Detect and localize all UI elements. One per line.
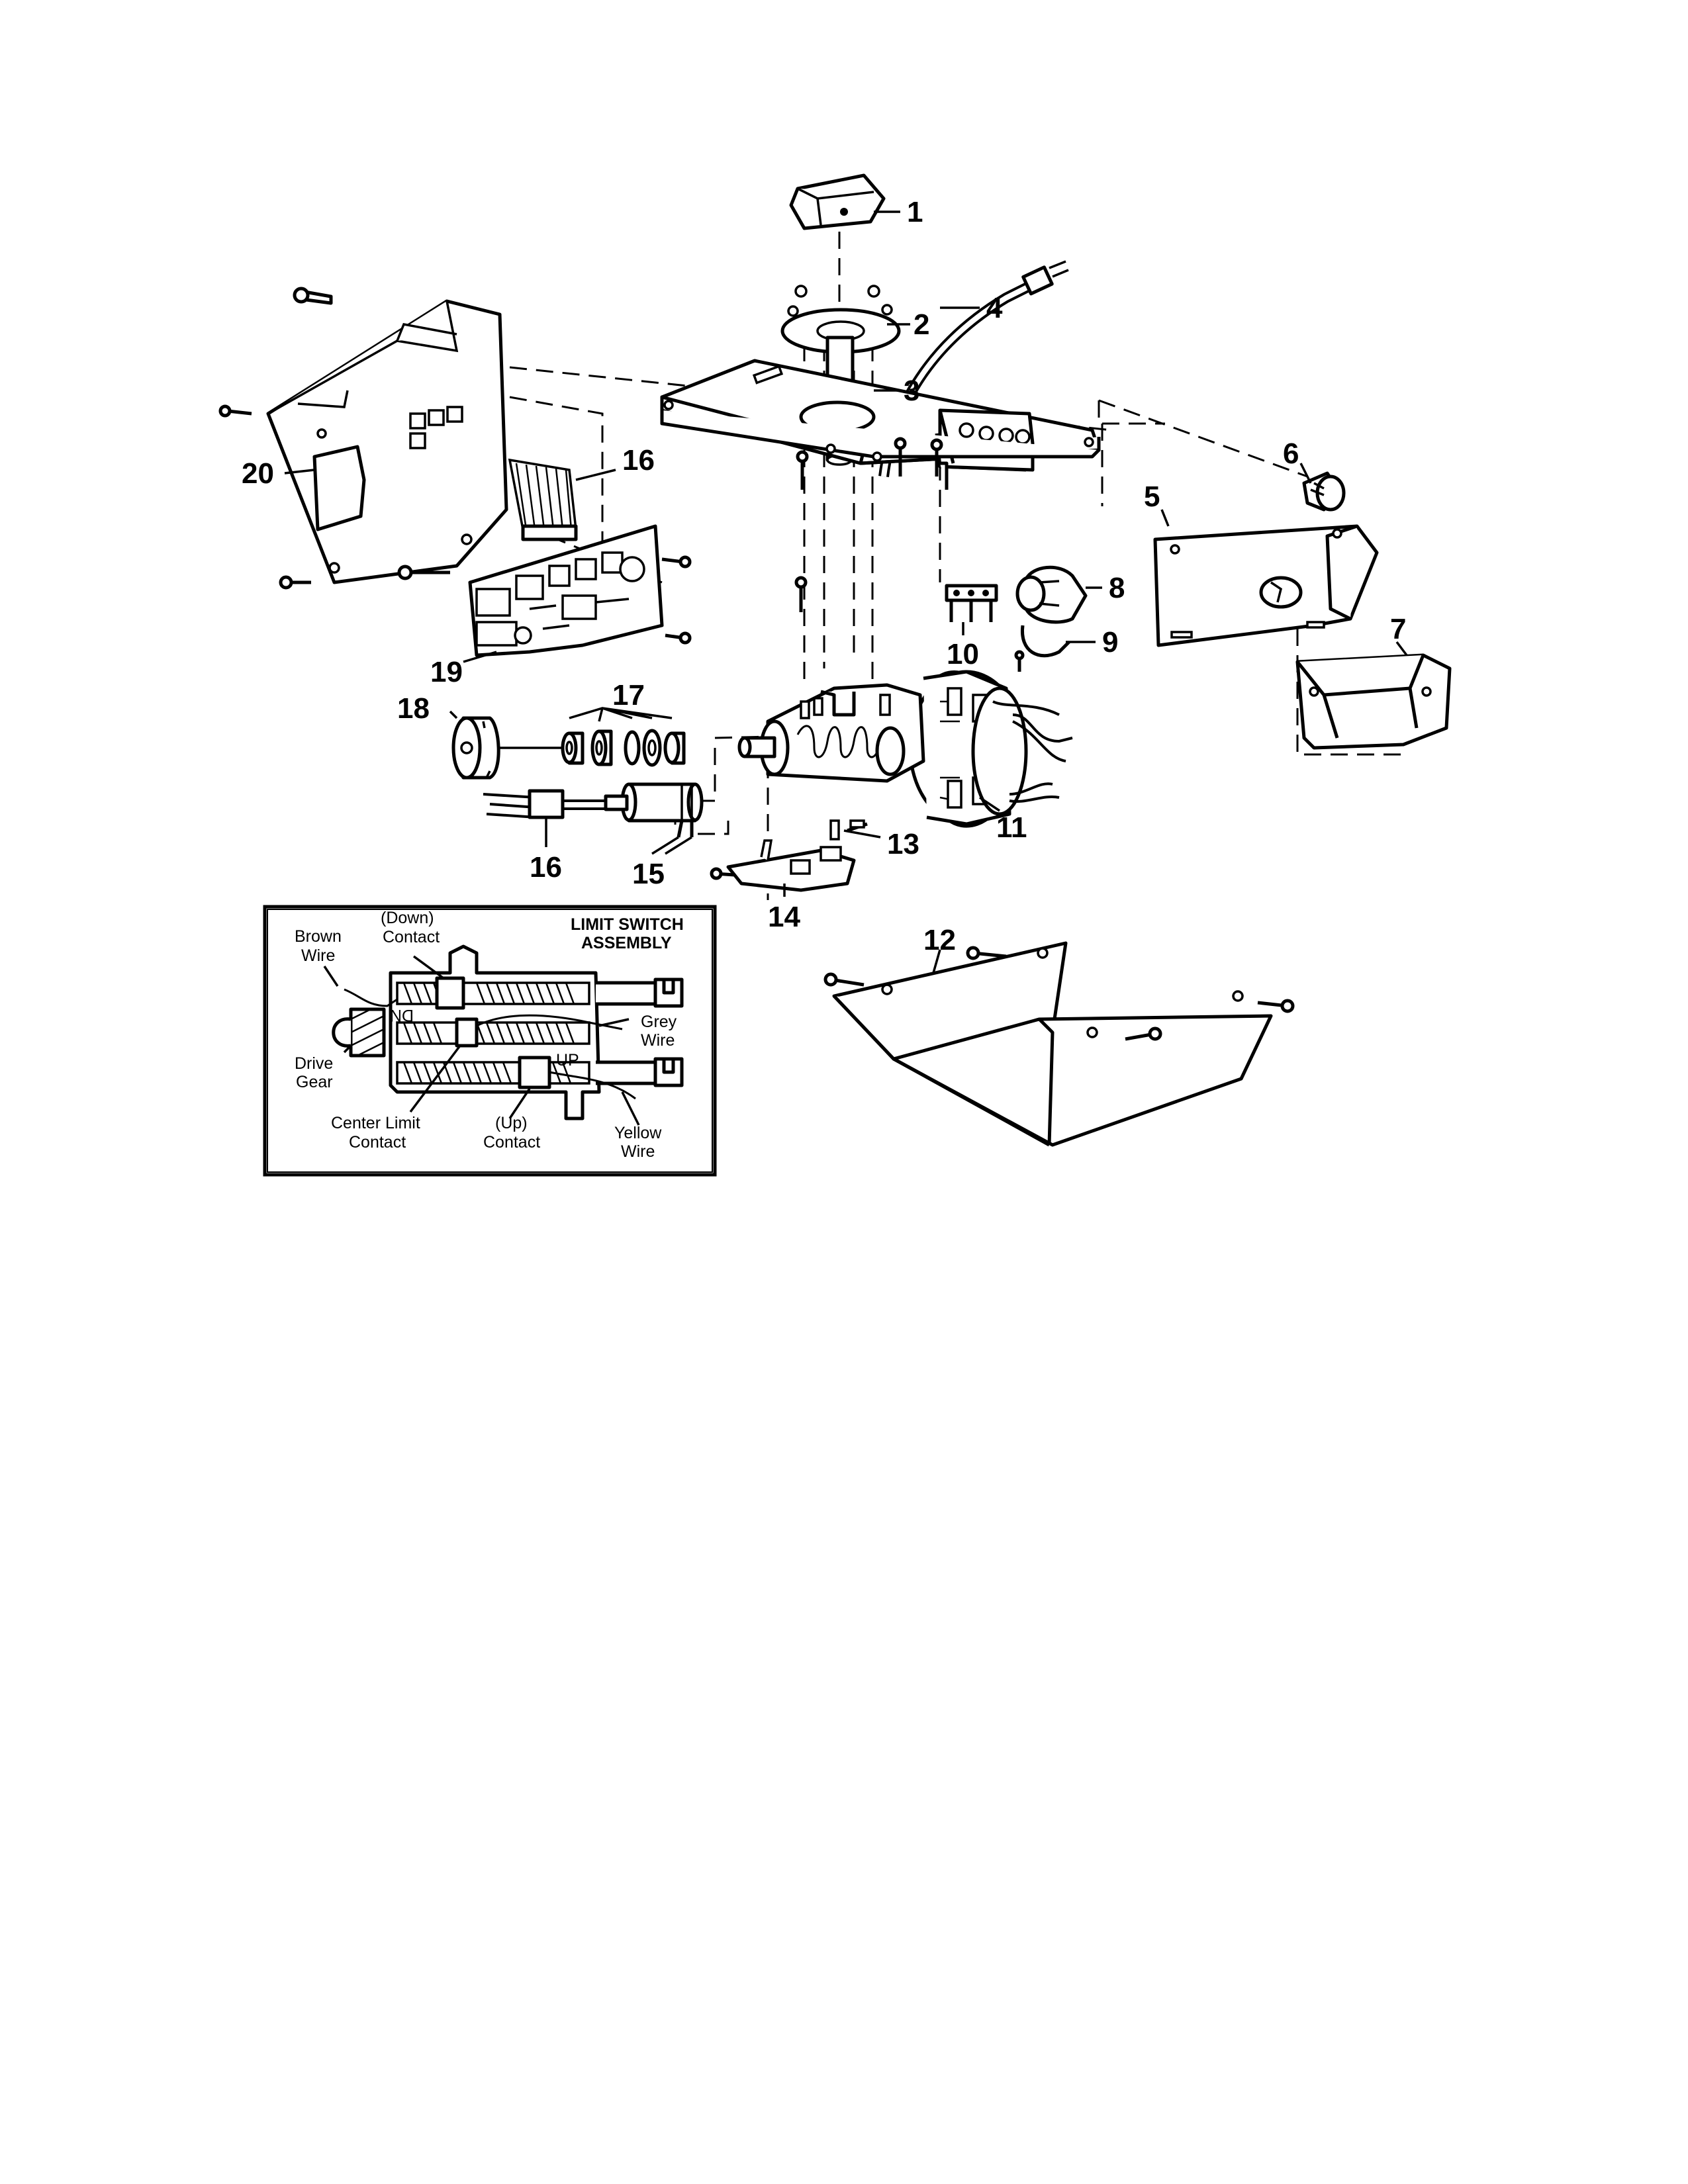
part-18-drive-gear bbox=[451, 716, 500, 780]
part-11-motor bbox=[908, 670, 1073, 828]
callout-13: 13 bbox=[887, 828, 919, 860]
down-contact-label-1: (Down) bbox=[381, 909, 434, 927]
part-14-switch-bracket bbox=[710, 839, 856, 892]
callout-19: 19 bbox=[430, 656, 463, 688]
callout-4: 4 bbox=[986, 292, 1003, 324]
drive-gear-label-2: Gear bbox=[296, 1073, 333, 1091]
grey-wire-label-1: Grey bbox=[641, 1013, 677, 1031]
limit-switch-inset: LIMIT SWITCH ASSEMBLY DN UP bbox=[263, 905, 717, 1177]
part-1-bracket bbox=[789, 173, 886, 230]
chassis-plate bbox=[660, 359, 1101, 612]
grey-wire-label-2: Wire bbox=[641, 1031, 675, 1050]
yellow-wire-label-2: Wire bbox=[621, 1142, 655, 1161]
part-17-washers bbox=[460, 729, 686, 767]
callout-7: 7 bbox=[1390, 613, 1406, 645]
drive-gear-label-1: Drive bbox=[295, 1054, 333, 1073]
callout-15: 15 bbox=[632, 858, 665, 890]
part-8-lamp-socket bbox=[1015, 565, 1088, 624]
up-contact-label-1: (Up) bbox=[495, 1114, 528, 1132]
callout-10: 10 bbox=[947, 638, 979, 670]
callout-12: 12 bbox=[923, 924, 956, 956]
part-7-lens-cover bbox=[1295, 653, 1452, 750]
part-9-clip bbox=[1014, 625, 1070, 672]
part-19-logic-board bbox=[468, 524, 692, 657]
inset-title-line2: ASSEMBLY bbox=[581, 934, 672, 952]
callout-labels: 1 2 3 4 5 6 7 8 9 10 11 12 13 14 15 16 1… bbox=[242, 196, 1406, 956]
down-contact-label-2: Contact bbox=[383, 928, 440, 946]
brown-wire-label-1: Brown bbox=[295, 927, 342, 946]
inset-title-line1: LIMIT SWITCH bbox=[571, 915, 684, 934]
center-limit-label-2: Contact bbox=[349, 1133, 406, 1152]
up-mark: UP bbox=[556, 1051, 579, 1069]
part-10-terminal-block bbox=[945, 584, 998, 622]
up-contact-label-2: Contact bbox=[483, 1133, 540, 1152]
part-15-limit-switch bbox=[604, 782, 704, 838]
brown-wire-label-2: Wire bbox=[301, 946, 335, 965]
callout-6: 6 bbox=[1283, 437, 1299, 470]
callout-16-upper: 16 bbox=[622, 444, 655, 477]
center-limit-label-1: Center Limit bbox=[331, 1114, 420, 1132]
callout-8: 8 bbox=[1109, 572, 1125, 604]
callout-20: 20 bbox=[242, 457, 274, 490]
callout-5: 5 bbox=[1144, 480, 1160, 513]
callout-16-lower: 16 bbox=[530, 851, 562, 884]
gearbox-housing bbox=[737, 683, 925, 841]
part-12-bottom-cover bbox=[823, 941, 1295, 1147]
part-6-knob bbox=[1302, 471, 1346, 512]
part-5-end-panel bbox=[1153, 524, 1379, 647]
callout-3: 3 bbox=[904, 375, 919, 407]
callout-18: 18 bbox=[397, 692, 430, 725]
part-16-wire-harness bbox=[483, 789, 606, 819]
callout-leaders bbox=[284, 210, 1408, 974]
dn-mark: DN bbox=[390, 1006, 414, 1024]
callout-2: 2 bbox=[914, 308, 929, 341]
inset-threaded-rods bbox=[396, 981, 590, 1085]
part-20-cover-panel bbox=[218, 287, 508, 590]
callout-9: 9 bbox=[1102, 626, 1118, 659]
callout-17: 17 bbox=[612, 679, 645, 711]
callout-11: 11 bbox=[996, 811, 1027, 844]
callout-1: 1 bbox=[907, 196, 923, 228]
callout-14: 14 bbox=[768, 901, 800, 933]
part-16-ribbon-cable bbox=[508, 458, 578, 541]
yellow-wire-label-1: Yellow bbox=[614, 1124, 662, 1142]
